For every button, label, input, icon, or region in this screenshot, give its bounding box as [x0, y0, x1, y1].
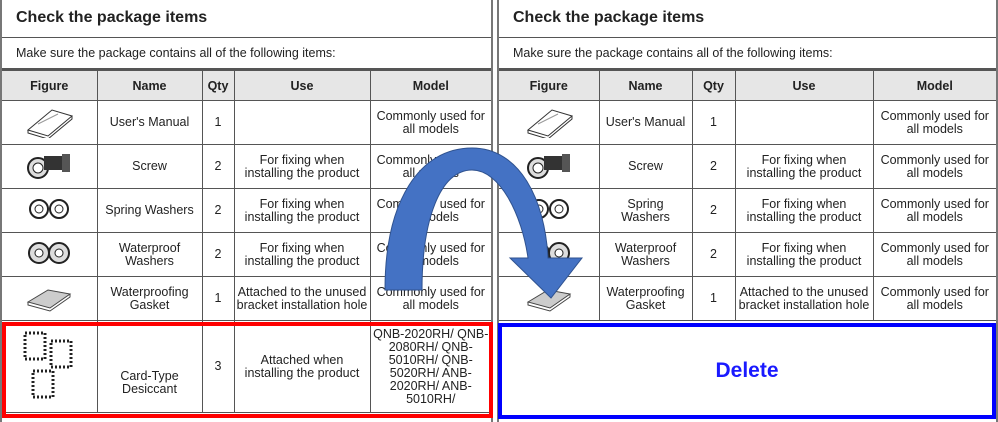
model-cell: Commonly used for all models	[872, 100, 996, 145]
name-cell: Waterproofing Gasket	[598, 276, 693, 321]
figure-cell	[2, 188, 98, 233]
section-subtitle: Make sure the package contains all of th…	[2, 38, 491, 70]
delete-box: Delete	[498, 323, 996, 419]
section-title: Check the package items	[2, 0, 491, 38]
column-header-figure: Figure	[2, 70, 98, 101]
column-header-use: Use	[233, 70, 371, 101]
spring-washer-icon	[524, 194, 574, 227]
name-cell: Waterproof Washers	[598, 232, 693, 277]
column-header-use: Use	[734, 70, 874, 101]
name-cell: User's Manual	[598, 100, 693, 145]
figure-cell	[499, 232, 600, 277]
qty-cell: 2	[201, 144, 235, 189]
use-cell: Attached to the unused bracket installat…	[233, 276, 371, 321]
use-cell: For fixing when installing the product	[734, 232, 874, 277]
figure-cell	[499, 100, 600, 145]
desiccant-icon	[21, 329, 77, 404]
model-cell: Commonly used for all models	[369, 188, 491, 233]
figure-cell	[499, 188, 600, 233]
use-cell: For fixing when installing the product	[233, 232, 371, 277]
name-cell: User's Manual	[96, 100, 203, 145]
name-cell: Waterproof Washers	[96, 232, 203, 277]
model-cell: Commonly used for all models	[369, 232, 491, 277]
qty-cell: 1	[201, 100, 235, 145]
qty-cell: 2	[691, 144, 736, 189]
manual-icon	[24, 104, 74, 141]
gasket-icon	[524, 282, 574, 315]
use-cell	[233, 100, 371, 145]
use-cell: For fixing when installing the product	[233, 188, 371, 233]
screw-icon	[24, 148, 74, 185]
name-cell: Screw	[96, 144, 203, 189]
use-cell	[734, 100, 874, 145]
section-title: Check the package items	[499, 0, 996, 38]
model-cell: Commonly used for all models	[369, 100, 491, 145]
name-cell: Spring Washers	[598, 188, 693, 233]
section-subtitle: Make sure the package contains all of th…	[499, 38, 996, 70]
qty-cell: 2	[201, 232, 235, 277]
name-cell: Waterproofing Gasket	[96, 276, 203, 321]
column-header-figure: Figure	[499, 70, 600, 101]
figure-cell	[2, 320, 98, 413]
qty-cell: 2	[691, 232, 736, 277]
column-header-qty: Qty	[691, 70, 736, 101]
column-header-name: Name	[96, 70, 203, 101]
model-cell: Commonly used for all models	[872, 188, 996, 233]
model-cell: Commonly used for all models	[872, 144, 996, 189]
gasket-icon	[24, 282, 74, 315]
manual-icon	[524, 104, 574, 141]
figure-cell	[2, 144, 98, 189]
model-cell: Commonly used for all models	[369, 144, 491, 189]
waterproof-washer-icon	[24, 238, 74, 271]
name-cell: Spring Washers	[96, 188, 203, 233]
qty-cell: 1	[691, 100, 736, 145]
waterproof-washer-icon	[524, 238, 574, 271]
figure-cell	[2, 100, 98, 145]
column-header-name: Name	[598, 70, 693, 101]
qty-cell: 1	[201, 276, 235, 321]
delete-label: Delete	[715, 359, 779, 382]
column-header-model: Model	[369, 70, 491, 101]
screw-icon	[524, 148, 574, 185]
figure-cell	[499, 144, 600, 189]
qty-cell: 2	[691, 188, 736, 233]
use-cell: Attached when installing the product	[233, 320, 371, 413]
qty-cell: 1	[691, 276, 736, 321]
model-cell: Commonly used for all models	[369, 276, 491, 321]
qty-cell: 2	[201, 188, 235, 233]
figure-cell	[499, 276, 600, 321]
removed-row-highlight	[2, 322, 493, 418]
use-cell: Attached to the unused bracket installat…	[734, 276, 874, 321]
column-header-qty: Qty	[201, 70, 235, 101]
figure-cell	[2, 276, 98, 321]
use-cell: For fixing when installing the product	[734, 188, 874, 233]
use-cell: For fixing when installing the product	[233, 144, 371, 189]
column-header-model: Model	[872, 70, 996, 101]
figure-cell	[2, 232, 98, 277]
spring-washer-icon	[24, 194, 74, 227]
model-cell: Commonly used for all models	[872, 276, 996, 321]
name-cell: Screw	[598, 144, 693, 189]
model-cell: QNB-2020RH/ QNB-2080RH/ QNB-5010RH/ QNB-…	[369, 320, 491, 413]
model-cell: Commonly used for all models	[872, 232, 996, 277]
use-cell: For fixing when installing the product	[734, 144, 874, 189]
